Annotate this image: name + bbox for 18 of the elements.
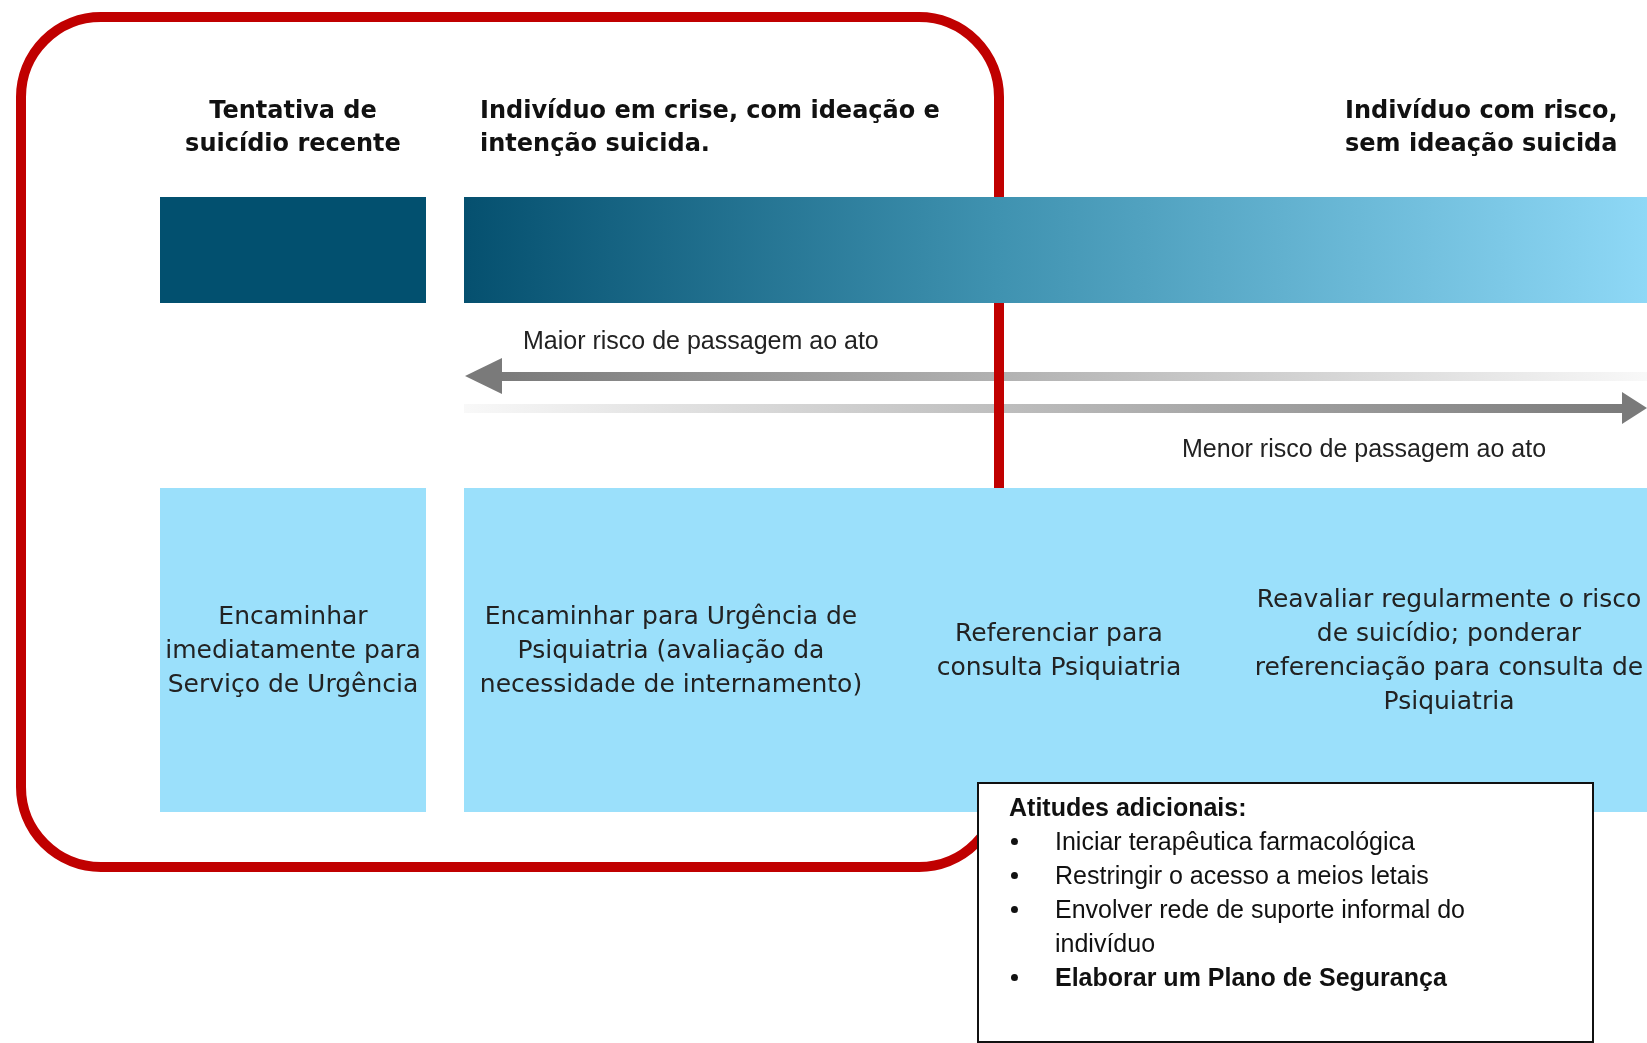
list-item: Restringir o acesso a meios letais	[1055, 860, 1430, 891]
arrow-label: Maior risco de passagem ao ato	[523, 326, 879, 355]
list-item: Elaborar um Plano de Segurança	[1055, 962, 1448, 993]
column-heading: Tentativa de suicídio recente	[184, 95, 402, 159]
box-text: Encaminhar para Urgência de Psiquiatria (avaliação da necessidade de internamento)	[478, 600, 864, 700]
column-heading: Indivíduo em crise, com ideação e intenção suicida.	[480, 95, 941, 159]
box-text: Reavaliar regularmente o risco de suicídio; ponderar referenciação para consulta de Psiquiatria	[1254, 583, 1644, 717]
list-item: Envolver rede de suporte informal do indivíduo	[1055, 894, 1466, 959]
note-box	[977, 782, 1594, 1043]
note-heading: Atitudes adicionais:	[1009, 792, 1248, 823]
box-text: Referenciar para consulta Psiquiatria	[935, 617, 1183, 683]
box-text: Encaminhar imediatamente para Serviço de Urgência	[164, 600, 422, 700]
action-box	[160, 488, 426, 812]
dark-bar	[160, 197, 426, 303]
column-heading: Indivíduo com risco, sem ideação suicida	[1345, 95, 1619, 159]
arrow-label: Menor risco de passagem ao ato	[1182, 434, 1547, 463]
list-item: Iniciar terapêutica farmacológica	[1055, 826, 1416, 857]
gradient-bar	[464, 197, 1647, 303]
